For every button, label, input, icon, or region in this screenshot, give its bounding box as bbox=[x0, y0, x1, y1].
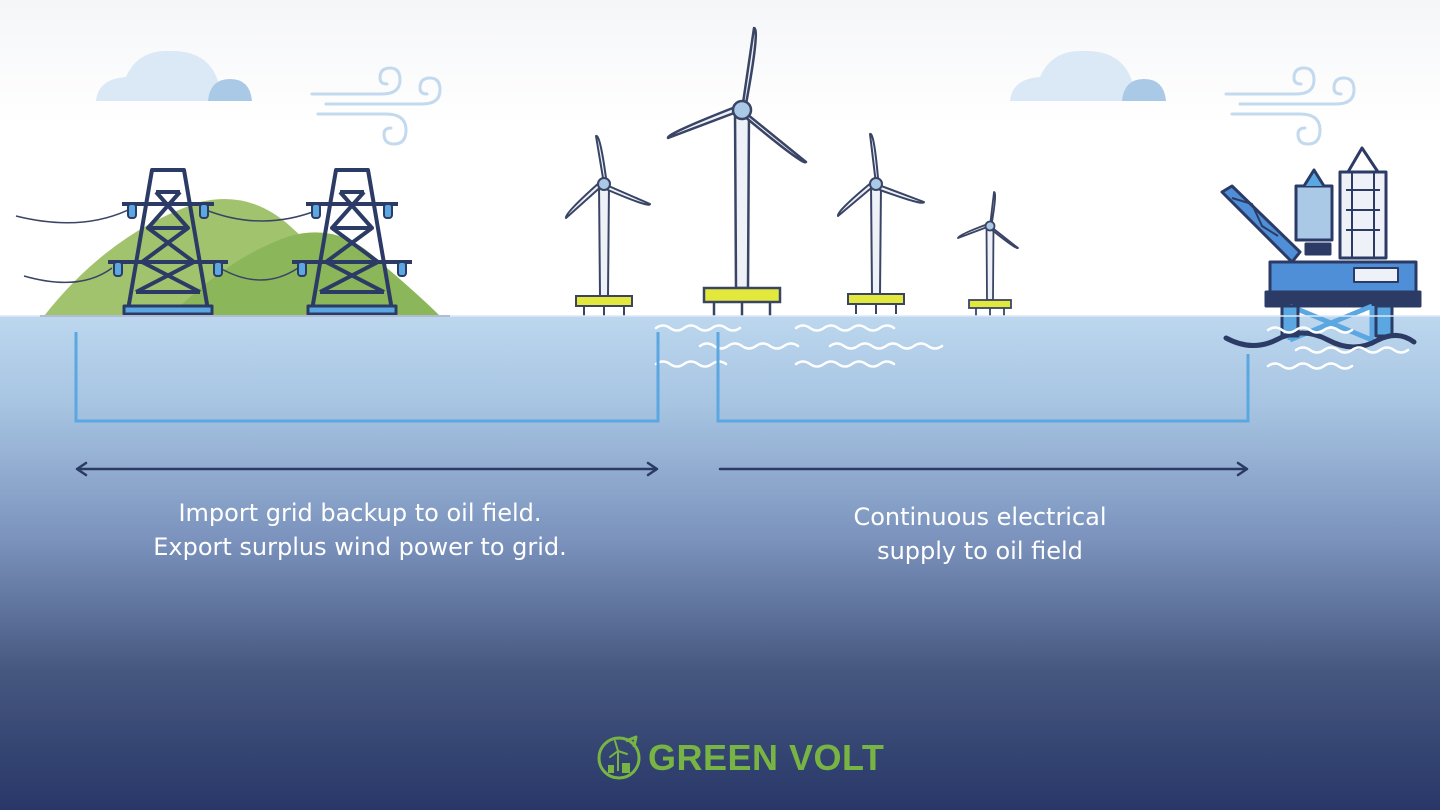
wind-turbine-icon bbox=[957, 191, 1019, 316]
brand-name: GREEN VOLT bbox=[648, 737, 885, 778]
hills bbox=[44, 199, 440, 316]
cloud-icon bbox=[1010, 50, 1166, 101]
wave-icon bbox=[1223, 330, 1417, 350]
caption-line: Import grid backup to oil field. bbox=[178, 499, 542, 527]
grid-exchange-caption: Import grid backup to oil field. Export … bbox=[80, 496, 640, 564]
caption-line: Continuous electrical bbox=[853, 503, 1107, 531]
oil-platform-icon bbox=[1220, 146, 1422, 343]
wind-turbine-icon bbox=[836, 132, 925, 314]
wind-icon bbox=[310, 66, 442, 146]
wind-icon bbox=[1224, 66, 1356, 146]
caption-line: Export surplus wind power to grid. bbox=[153, 533, 567, 561]
waves bbox=[654, 324, 1410, 370]
wind-turbine-icon bbox=[666, 26, 808, 316]
wind-turbine-icon bbox=[564, 134, 651, 316]
brand-logo: GREEN VOLT bbox=[596, 734, 884, 782]
right-arrow-icon bbox=[718, 461, 1249, 477]
pylon-icon bbox=[292, 168, 412, 316]
caption-line: supply to oil field bbox=[877, 537, 1083, 565]
grid-cable bbox=[74, 332, 660, 423]
power-lines bbox=[15, 209, 319, 284]
bidirectional-arrow-icon bbox=[75, 461, 659, 477]
cloud-icon bbox=[96, 50, 252, 101]
pylon-icon bbox=[108, 168, 228, 316]
oil-supply-caption: Continuous electrical supply to oil fiel… bbox=[760, 500, 1200, 568]
green-volt-logo-icon bbox=[597, 735, 641, 780]
sea-background bbox=[0, 316, 1440, 810]
supply-cable bbox=[716, 332, 1250, 423]
